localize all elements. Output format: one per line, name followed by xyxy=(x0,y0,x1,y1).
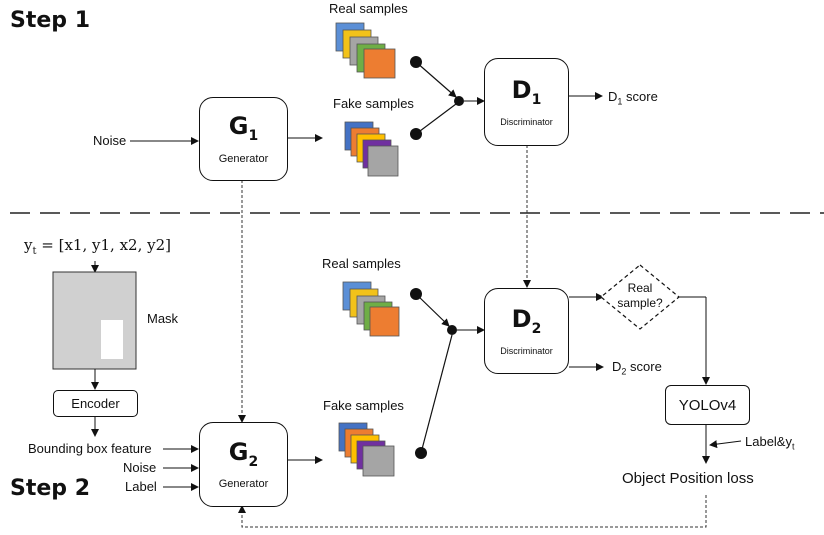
d1-name: Discriminator xyxy=(500,116,553,127)
yolov4-box: YOLOv4 xyxy=(665,385,750,425)
real-sample-question: Real sample? xyxy=(617,281,663,310)
yt-formula: yt = [x1, y1, x2, y2] xyxy=(24,236,171,257)
step1-label: Step 1 xyxy=(10,8,90,33)
mask-bounding-box xyxy=(101,320,123,359)
g1-name: Generator xyxy=(218,152,269,165)
real-samples-label-2: Real samples xyxy=(322,256,401,271)
g1-index: 1 xyxy=(248,127,259,144)
merge2-dot xyxy=(447,325,457,335)
label-yt-arrow xyxy=(709,440,742,449)
real-samples-stack-2 xyxy=(342,281,400,337)
label-yt-label: Label&yt xyxy=(745,434,795,452)
merge1-dot xyxy=(454,96,464,106)
d2-index: 2 xyxy=(531,320,542,337)
noise-label-1: Noise xyxy=(93,133,127,148)
bbox-feature-label: Bounding box feature xyxy=(28,441,152,456)
d2-score-label: D2 score xyxy=(612,359,662,377)
loss-feedback-link xyxy=(238,495,707,528)
mask-label: Mask xyxy=(147,311,179,326)
d1-letter: D xyxy=(511,76,532,105)
g2-letter: G xyxy=(228,437,249,466)
g1-letter: G xyxy=(228,112,249,141)
g2-name: Generator xyxy=(218,478,269,491)
generator-g1: G1 Generator xyxy=(199,97,288,181)
real-sample-decision xyxy=(600,264,680,330)
fake-samples-label-2: Fake samples xyxy=(323,398,404,413)
label-input-label: Label xyxy=(125,479,157,494)
generator-g2: G2 Generator xyxy=(199,422,288,507)
fake-samples-stack-1 xyxy=(344,121,399,177)
mask-image xyxy=(52,271,137,370)
step2-label: Step 2 xyxy=(10,476,90,501)
discriminator-d2: D2 Discriminator xyxy=(484,288,569,374)
d2-name: Discriminator xyxy=(500,345,553,356)
fake-samples-label-1: Fake samples xyxy=(333,96,414,111)
encoder-box: Encoder xyxy=(53,390,138,417)
d1-index: 1 xyxy=(531,91,542,108)
real-samples-stack-1 xyxy=(335,22,396,79)
real-samples-label-1: Real samples xyxy=(329,1,408,16)
object-position-loss-label: Object Position loss xyxy=(622,470,754,487)
fake-samples-stack-2 xyxy=(338,422,395,477)
discriminator-d1: D1 Discriminator xyxy=(484,58,569,146)
noise-label-2: Noise xyxy=(123,460,157,475)
g2-index: 2 xyxy=(248,453,259,470)
d2-letter: D xyxy=(511,305,532,334)
d1-score-label: D1 score xyxy=(608,89,658,107)
